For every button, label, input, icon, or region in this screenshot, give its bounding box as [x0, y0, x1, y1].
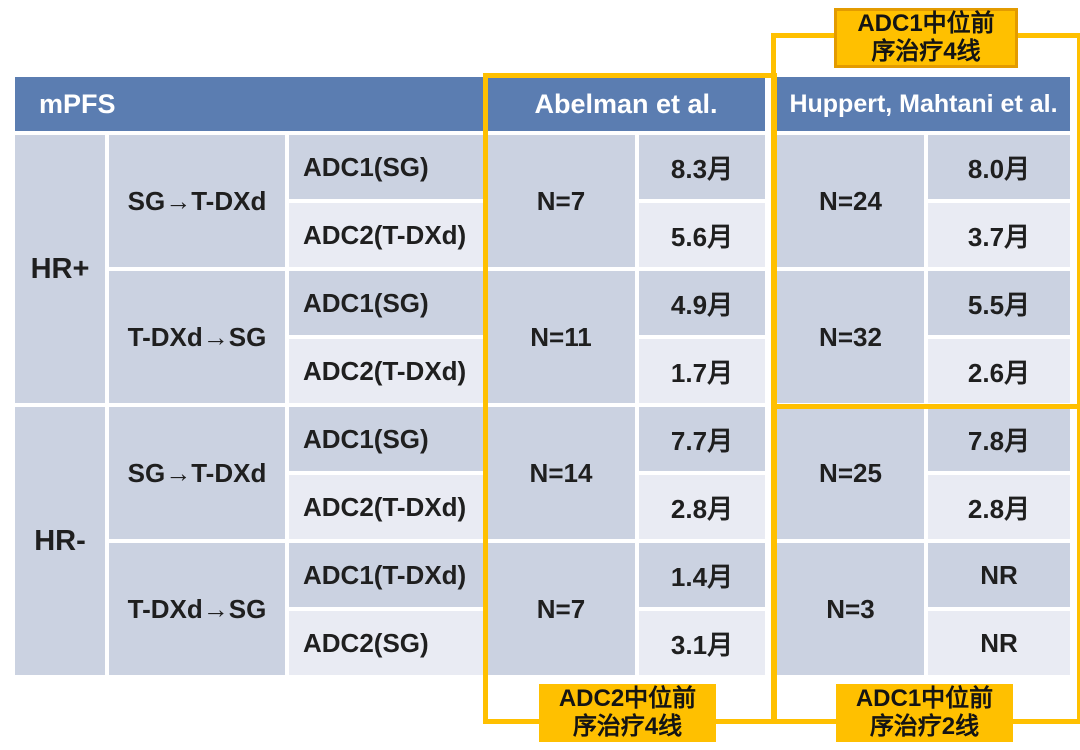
huppert-mpfs-cell: 3.7月: [928, 203, 1070, 267]
adc-cell: ADC1(T-DXd): [289, 543, 483, 607]
column-header-abelman: Abelman et al.: [487, 77, 765, 131]
adc-cell: ADC1(SG): [289, 407, 483, 471]
huppert-mpfs-cell: 2.8月: [928, 475, 1070, 539]
abelman-n-cell: N=11: [487, 271, 635, 403]
adc-cell: ADC2(SG): [289, 611, 483, 675]
column-header-huppert: Huppert, Mahtani et al.: [777, 77, 1070, 131]
abelman-mpfs-cell: 5.6月: [639, 203, 765, 267]
huppert-mpfs-cell: NR: [928, 611, 1070, 675]
sequence-cell: SG→T-DXd: [109, 407, 285, 539]
abelman-mpfs-cell: 1.7月: [639, 339, 765, 403]
adc-cell: ADC1(SG): [289, 135, 483, 199]
huppert-mpfs-cell: 5.5月: [928, 271, 1070, 335]
callout-line: ADC2中位前: [558, 685, 697, 712]
abelman-mpfs-cell: 2.8月: [639, 475, 765, 539]
callout-line: 序治疗4线: [871, 38, 981, 65]
huppert-n-cell: N=25: [777, 407, 924, 539]
row-header-hr-negative: HR-: [15, 407, 105, 675]
abelman-mpfs-cell: 8.3月: [639, 135, 765, 199]
huppert-mpfs-cell: NR: [928, 543, 1070, 607]
callout-bottom-adc2-4lines: ADC2中位前 序治疗4线: [539, 684, 716, 742]
sequence-cell: T-DXd→SG: [109, 543, 285, 675]
huppert-mpfs-cell: 2.6月: [928, 339, 1070, 403]
abelman-n-cell: N=14: [487, 407, 635, 539]
mpfs-abelman-table: mPFS Abelman et al. HR+ HR- SG→T-DXd T-D…: [15, 77, 765, 675]
adc-cell: ADC2(T-DXd): [289, 475, 483, 539]
callout-line: ADC1中位前: [855, 685, 994, 712]
huppert-mpfs-cell: 7.8月: [928, 407, 1070, 471]
sequence-cell: SG→T-DXd: [109, 135, 285, 267]
adc-cell: ADC2(T-DXd): [289, 339, 483, 403]
abelman-mpfs-cell: 4.9月: [639, 271, 765, 335]
abelman-n-cell: N=7: [487, 543, 635, 675]
callout-line: 序治疗4线: [572, 713, 683, 740]
table-title-mpfs: mPFS: [15, 77, 483, 131]
huppert-n-cell: N=24: [777, 135, 924, 267]
callout-top-adc1-4lines: ADC1中位前 序治疗4线: [834, 8, 1018, 68]
abelman-n-cell: N=7: [487, 135, 635, 267]
huppert-mpfs-cell: 8.0月: [928, 135, 1070, 199]
adc-cell: ADC2(T-DXd): [289, 203, 483, 267]
sequence-cell: T-DXd→SG: [109, 271, 285, 403]
callout-line: 序治疗2线: [869, 713, 980, 740]
abelman-mpfs-cell: 7.7月: [639, 407, 765, 471]
row-header-hr-positive: HR+: [15, 135, 105, 403]
callout-bottom-adc1-2lines: ADC1中位前 序治疗2线: [836, 684, 1013, 742]
abelman-mpfs-cell: 1.4月: [639, 543, 765, 607]
abelman-mpfs-cell: 3.1月: [639, 611, 765, 675]
huppert-n-cell: N=32: [777, 271, 924, 403]
adc-cell: ADC1(SG): [289, 271, 483, 335]
huppert-table: Huppert, Mahtani et al. N=24 N=32 N=25 N…: [777, 77, 1070, 675]
huppert-n-cell: N=3: [777, 543, 924, 675]
callout-line: ADC1中位前: [857, 10, 995, 37]
